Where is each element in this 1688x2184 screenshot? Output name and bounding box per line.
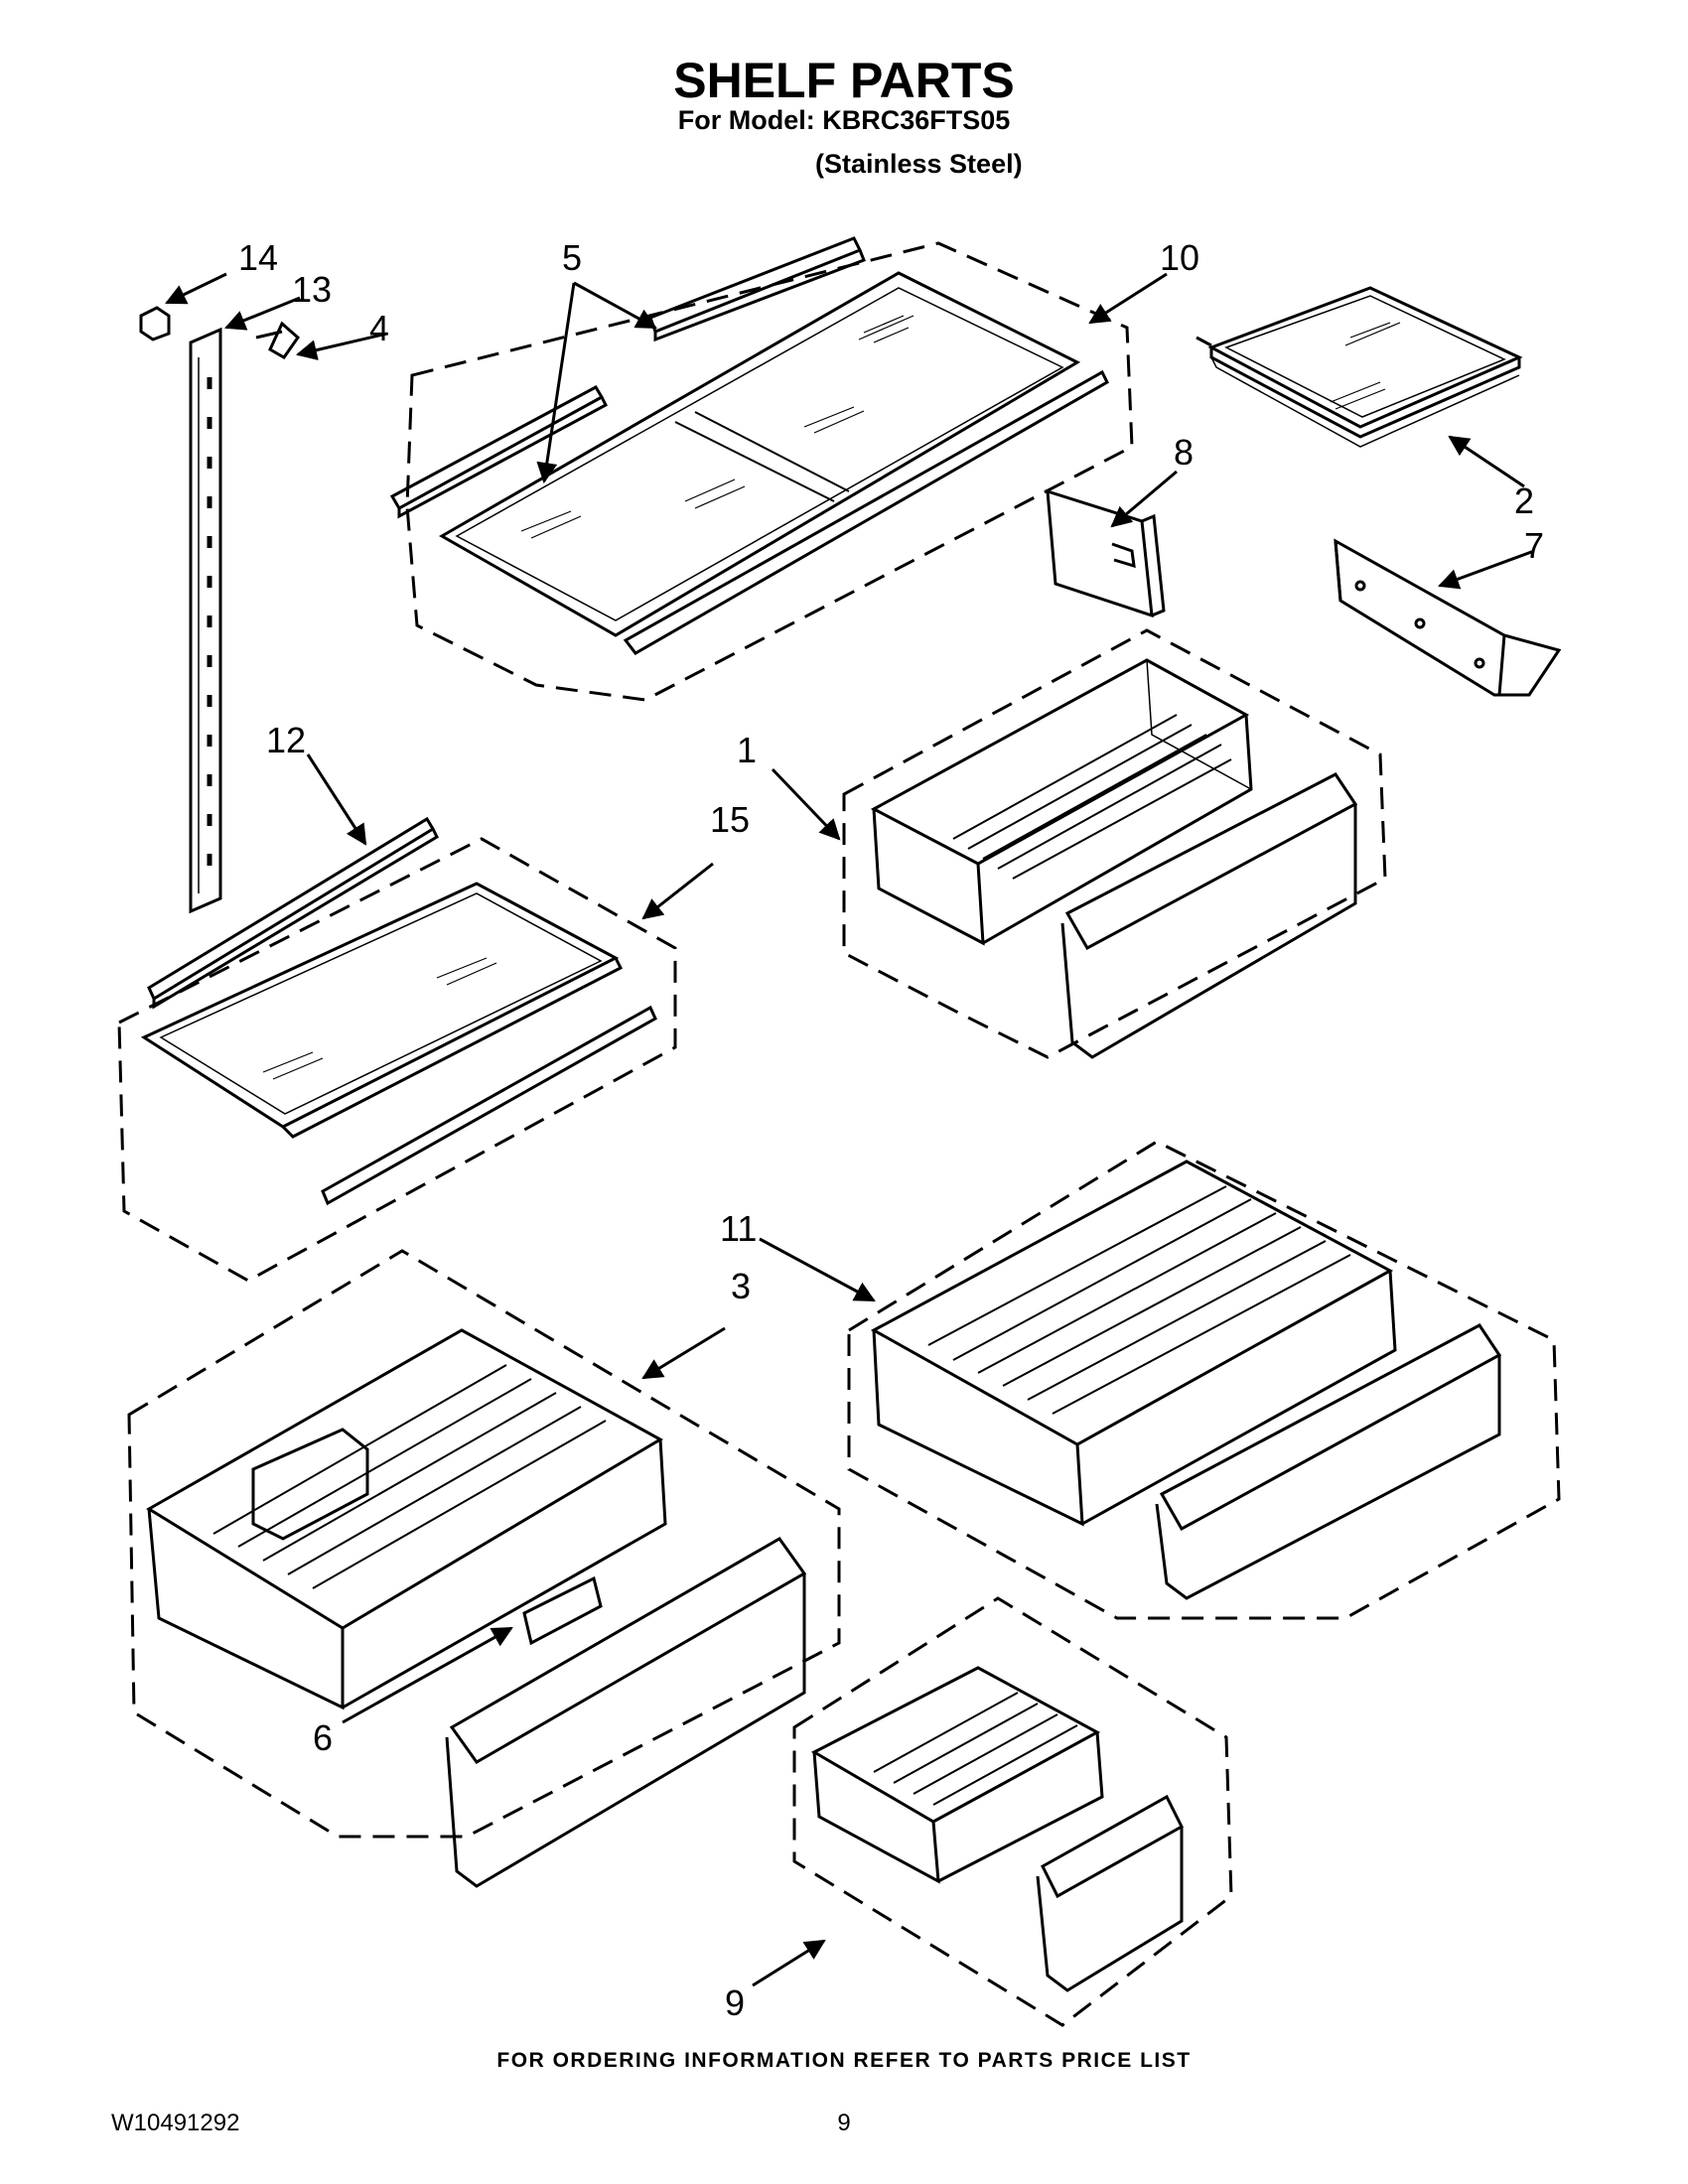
callout-5: 5 [562,237,582,278]
ordering-note: FOR ORDERING INFORMATION REFER TO PARTS … [496,2049,1192,2072]
part-3-drawer [146,1328,807,1888]
part-12-rail [147,816,439,1010]
callout-4: 4 [369,308,389,348]
part-5-rail-left [389,385,608,519]
part-2-small-shelf [1196,286,1523,448]
boundary-3 [127,1249,841,1839]
assembly-boundaries [117,241,1561,2027]
part-8-divider [1046,488,1166,618]
part-drawings [139,236,1562,1992]
part-11-drawer [870,1160,1502,1600]
boundary-10 [405,241,1134,702]
part-6-slider [522,1575,603,1646]
part-9-drawer [810,1666,1184,1992]
variant-label: (Stainless Steel) [815,149,1023,179]
callout-9: 9 [725,1982,745,2023]
callout-2: 2 [1514,480,1534,521]
callout-12: 12 [266,720,306,760]
part-14-clip [139,306,171,341]
part-1-drawer [870,658,1358,1059]
callout-7: 7 [1524,525,1544,566]
leader-arrows [165,272,1535,1987]
callout-15: 15 [710,799,750,840]
callout-14: 14 [238,237,278,278]
callout-3: 3 [731,1266,751,1306]
callout-8: 8 [1174,432,1194,473]
part-15-glass-shelf [140,882,657,1206]
part-13-shelf-rail [189,327,222,914]
callout-labels: 14 13 4 5 10 8 2 7 12 1 15 11 3 6 9 [238,237,1544,2023]
callout-6: 6 [313,1717,333,1758]
boundary-9 [792,1596,1233,2027]
callout-13: 13 [292,269,332,310]
page-title: SHELF PARTS [673,53,1015,108]
callout-1: 1 [737,730,757,770]
callout-10: 10 [1160,237,1199,278]
boundary-1 [842,628,1387,1059]
part-7-bracket [1334,538,1562,697]
part-10-glass-shelf [438,271,1109,655]
callout-11: 11 [720,1208,757,1249]
model-line: For Model: KBRC36FTS05 [677,105,1011,135]
document-number: W10491292 [111,2110,240,2136]
boundary-11 [847,1140,1561,1620]
part-4-screw [255,321,301,359]
boundary-15 [117,837,677,1283]
page-number: 9 [837,2110,851,2136]
